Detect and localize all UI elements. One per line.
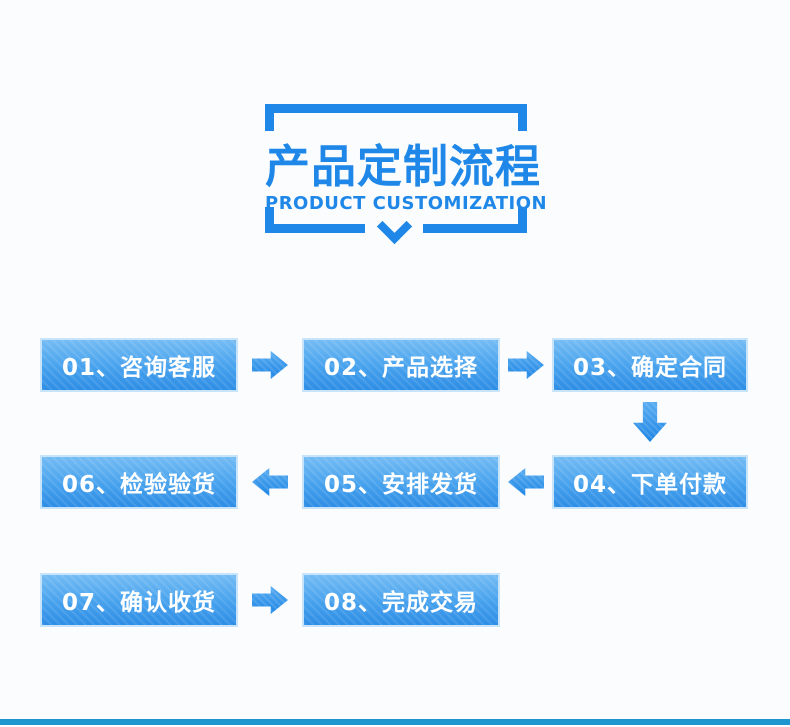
step-box-05: 05、安排发货 (302, 455, 500, 509)
arrow-right-icon (252, 586, 288, 614)
title-block: 产品定制流程 PRODUCT CUSTOMIZATION (265, 104, 548, 246)
step-box-04: 04、下单付款 (552, 455, 748, 509)
step-box-01: 01、咨询客服 (40, 338, 238, 392)
arrow-right-icon (252, 351, 288, 379)
bracket-bottom-left-decoration (265, 207, 365, 233)
page-title: 产品定制流程 (265, 140, 542, 193)
step-box-03: 03、确定合同 (552, 338, 748, 392)
step-box-08: 08、完成交易 (302, 573, 500, 627)
arrow-right-icon (508, 351, 544, 379)
step-box-06: 06、检验验货 (40, 455, 238, 509)
bracket-top-decoration (265, 104, 527, 131)
page-subtitle: PRODUCT CUSTOMIZATION (265, 193, 548, 214)
step-box-02: 02、产品选择 (302, 338, 500, 392)
arrow-left-icon (252, 468, 288, 496)
arrow-down-icon (633, 402, 667, 442)
bottom-accent-bar (0, 719, 790, 725)
arrow-left-icon (508, 468, 544, 496)
step-box-07: 07、确认收货 (40, 573, 238, 627)
bracket-bottom-right-decoration (423, 207, 527, 233)
chevron-down-icon (376, 208, 413, 245)
